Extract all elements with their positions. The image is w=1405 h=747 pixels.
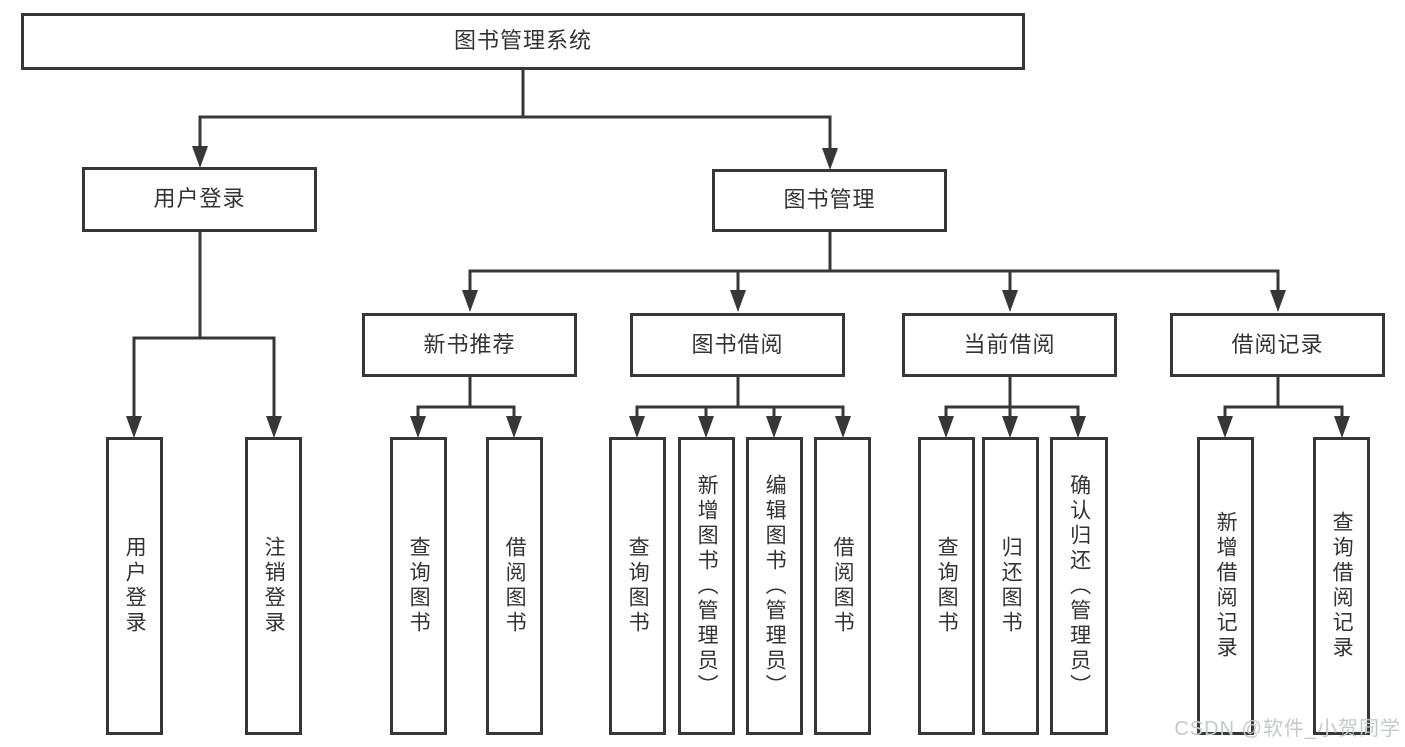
- leaf-query-books-borrowing: 查询图书: [609, 437, 666, 735]
- leaf-query-books-borrowing-label: 查询图书: [626, 536, 650, 636]
- leaf-query-books-current-label: 查询图书: [935, 536, 959, 636]
- node-new-book-recommend-label: 新书推荐: [423, 331, 516, 357]
- leaf-logout-label: 注销登录: [262, 536, 286, 636]
- leaf-borrow-books-recommend-label: 借阅图书: [503, 536, 527, 636]
- leaf-add-borrow-record-label: 新增借阅记录: [1214, 511, 1238, 661]
- leaf-add-book-admin-label: 新增图书（管理员）: [695, 473, 719, 699]
- node-new-book-recommend: 新书推荐: [362, 313, 577, 377]
- leaf-logout: 注销登录: [245, 437, 302, 735]
- leaf-return-books: 归还图书: [982, 437, 1039, 735]
- leaf-edit-book-admin: 编辑图书（管理员）: [746, 437, 803, 735]
- leaf-user-login-label: 用户登录: [123, 536, 147, 636]
- csdn-watermark: CSDN @软件_小贺同学: [1174, 718, 1401, 740]
- node-current-borrowing: 当前借阅: [902, 313, 1117, 377]
- leaf-borrow-books-borrowing-label: 借阅图书: [831, 536, 855, 636]
- node-book-management: 图书管理: [712, 169, 947, 232]
- leaf-query-borrow-record-label: 查询借阅记录: [1330, 511, 1354, 661]
- node-user-login: 用户登录: [82, 167, 317, 232]
- leaf-query-books-recommend-label: 查询图书: [407, 536, 431, 636]
- node-borrowing-records-label: 借阅记录: [1231, 331, 1324, 357]
- leaf-confirm-return-admin-label: 确认归还（管理员）: [1067, 473, 1091, 699]
- leaf-add-borrow-record: 新增借阅记录: [1197, 437, 1254, 735]
- node-library-system-label: 图书管理系统: [453, 28, 592, 54]
- node-library-system: 图书管理系统: [21, 13, 1025, 70]
- leaf-return-books-label: 归还图书: [999, 536, 1023, 636]
- leaf-query-books-recommend: 查询图书: [390, 437, 447, 735]
- node-borrowing-records: 借阅记录: [1170, 313, 1385, 377]
- leaf-user-login: 用户登录: [106, 437, 163, 735]
- node-current-borrowing-label: 当前借阅: [963, 331, 1056, 357]
- leaf-query-borrow-record: 查询借阅记录: [1313, 437, 1370, 735]
- node-user-login-label: 用户登录: [153, 186, 246, 212]
- node-book-management-label: 图书管理: [783, 187, 876, 213]
- leaf-query-books-current: 查询图书: [918, 437, 975, 735]
- leaf-add-book-admin: 新增图书（管理员）: [678, 437, 735, 735]
- node-book-borrowing-label: 图书借阅: [691, 331, 784, 357]
- leaf-borrow-books-borrowing: 借阅图书: [814, 437, 871, 735]
- leaf-edit-book-admin-label: 编辑图书（管理员）: [763, 473, 787, 699]
- node-book-borrowing: 图书借阅: [630, 313, 845, 377]
- leaf-confirm-return-admin: 确认归还（管理员）: [1050, 437, 1108, 735]
- arrowhead-icons: [126, 146, 1350, 438]
- leaf-borrow-books-recommend: 借阅图书: [486, 437, 543, 735]
